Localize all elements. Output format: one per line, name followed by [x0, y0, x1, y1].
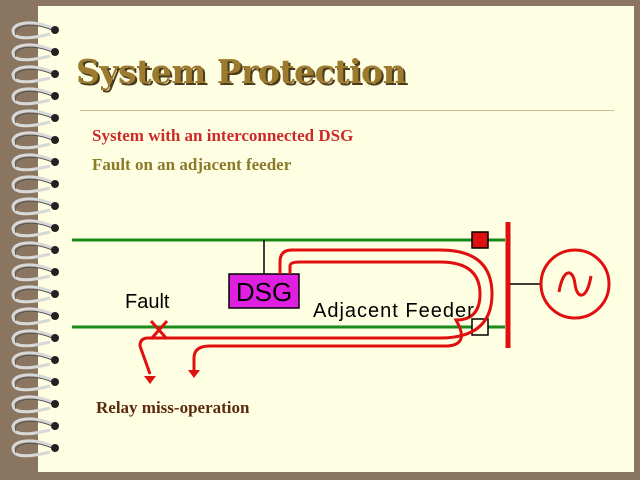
subtitle-adjacent-fault: Fault on an adjacent feeder	[92, 155, 292, 174]
spiral-binding-icon	[11, 21, 59, 458]
breaker-closed-icon	[471, 231, 489, 249]
arrow-down-icon	[144, 370, 200, 384]
fault-label: Fault	[125, 291, 170, 313]
adjacent-feeder-label: Adjacent Feeder	[313, 300, 475, 322]
title-divider	[80, 110, 614, 111]
subtitle-interconnected-dsg: System with an interconnected DSG	[92, 126, 354, 145]
current-path-inner	[192, 260, 482, 370]
dsg-label: DSG	[236, 277, 292, 307]
page-title: System Protection	[76, 52, 407, 91]
current-path-outer	[138, 248, 494, 375]
dsg-box	[228, 273, 300, 309]
fault-x-icon	[149, 320, 169, 340]
ac-source-icon	[539, 248, 611, 320]
relay-miss-operation-caption: Relay miss-operation	[96, 398, 250, 417]
